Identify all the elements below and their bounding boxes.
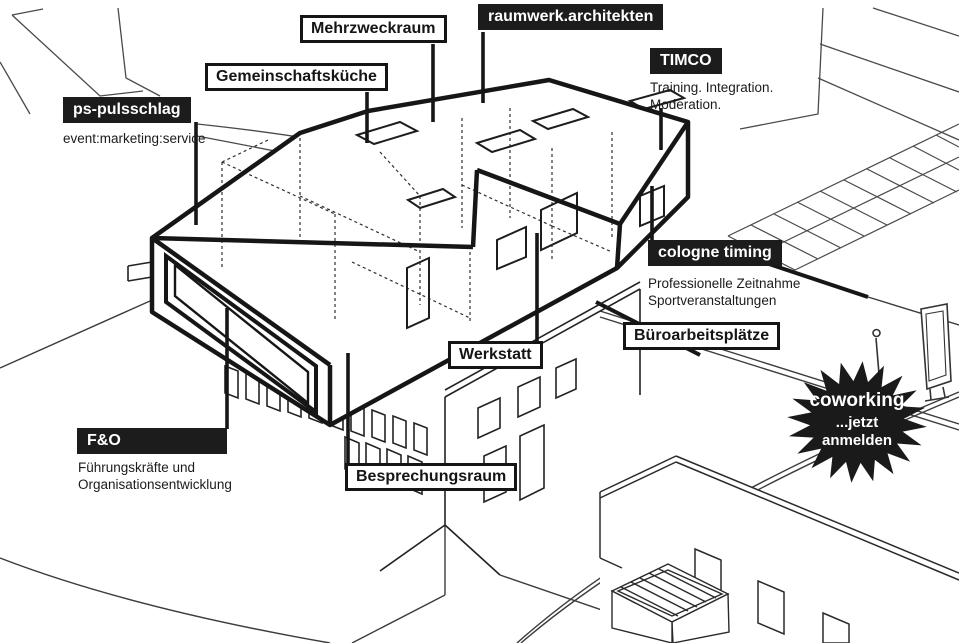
- label-raumwerk-architekten: raumwerk.architekten: [478, 4, 664, 30]
- totem-sign: [920, 303, 952, 402]
- subtitle-line: Führungskräfte und: [78, 460, 196, 475]
- badge-line: coworking: [809, 390, 905, 411]
- label-cologne-timing: cologne timing: [648, 240, 782, 266]
- label-timco-subtitle: Training. Integration. Moderation.: [650, 79, 773, 113]
- badge-line: anmelden: [821, 432, 893, 449]
- label-fo: F&O: [77, 428, 227, 454]
- label-timco: TIMCO: [650, 48, 722, 74]
- label-besprechungsraum: Besprechungsraum: [345, 463, 518, 491]
- picture-window: [164, 252, 318, 416]
- background-sketch: [0, 7, 959, 167]
- subtitle-line: Moderation.: [650, 97, 722, 112]
- bold-outline: [149, 77, 691, 428]
- facade-openings: [406, 184, 665, 330]
- crate: [610, 563, 730, 643]
- subtitle-line: event:marketing:service: [63, 131, 206, 146]
- subtitle-line: Professionelle Zeitnahme: [648, 276, 801, 291]
- label-mehrzweckraum: Mehrzweckraum: [300, 15, 447, 43]
- subtitle-line: Organisationsentwicklung: [78, 477, 232, 492]
- badge-line: ...jetzt: [835, 414, 879, 431]
- label-bueroarbeitsplaetze: Büroarbeitsplätze: [623, 322, 781, 350]
- starburst-icon: [787, 361, 927, 483]
- upper-volume: [149, 77, 691, 428]
- label-fo-subtitle: Führungskräfte und Organisationsentwickl…: [78, 459, 232, 493]
- subtitle-line: Sportveranstaltungen: [648, 293, 777, 308]
- coworking-badge[interactable]: coworking ...jetzt anmelden: [786, 360, 928, 486]
- label-ps-pulsschlag: ps-pulsschlag: [63, 97, 191, 123]
- subtitle-line: Training. Integration.: [650, 80, 774, 95]
- label-werkstatt: Werkstatt: [448, 341, 543, 369]
- label-ps-pulsschlag-subtitle: event:marketing:service: [63, 130, 206, 147]
- coworking-badge-text: coworking ...jetzt anmelden: [786, 390, 928, 449]
- leader-lines: [194, 32, 663, 464]
- label-gemeinschaftskueche: Gemeinschaftsküche: [205, 63, 388, 91]
- label-cologne-timing-subtitle: Professionelle Zeitnahme Sportveranstalt…: [648, 275, 800, 309]
